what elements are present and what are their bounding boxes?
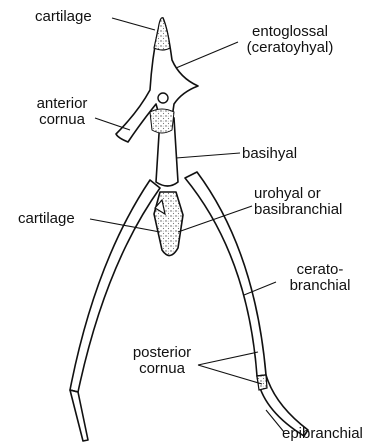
anterior-cornua-cartilage	[150, 109, 174, 133]
label-urohyal-line1: urohyal or	[254, 186, 342, 202]
leader-entoglossal	[176, 42, 238, 68]
label-entoglossal-line2: (ceratoyhyal)	[236, 40, 344, 56]
label-cerato-line1: cerato-	[270, 262, 370, 278]
label-urohyal: urohyal or basibranchial	[254, 186, 342, 218]
label-posterior-line2: cornua	[124, 361, 200, 377]
label-entoglossal-line1: entoglossal	[236, 24, 344, 40]
label-posterior-cornua: posterior cornua	[124, 345, 200, 377]
label-cerato-line2: branchial	[270, 278, 370, 294]
entoglossal-foramen	[158, 93, 168, 103]
label-anterior-line1: anterior	[22, 96, 102, 112]
label-basihyal: basihyal	[242, 146, 297, 162]
leader-posterior-right	[198, 365, 262, 384]
label-epibranchial: epibranchial	[282, 426, 363, 442]
leader-basihyal	[176, 153, 240, 158]
label-ceratobranchial: cerato- branchial	[270, 262, 370, 294]
label-anterior-line2: cornua	[22, 112, 102, 128]
label-cartilage-top: cartilage	[35, 9, 92, 25]
label-entoglossal: entoglossal (ceratoyhyal)	[236, 24, 344, 56]
label-cartilage-mid: cartilage	[18, 211, 75, 227]
label-urohyal-line2: basibranchial	[254, 202, 342, 218]
label-posterior-line1: posterior	[124, 345, 200, 361]
leader-posterior-left	[198, 352, 258, 365]
leader-cartilage-top	[112, 18, 155, 30]
label-anterior-cornua: anterior cornua	[22, 96, 102, 128]
urohyal-cartilage	[154, 192, 183, 256]
left-epibranchial	[70, 390, 88, 441]
